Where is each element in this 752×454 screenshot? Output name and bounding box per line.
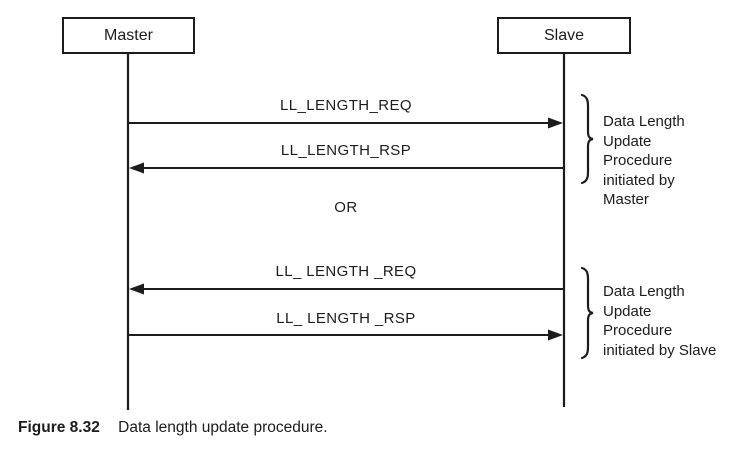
annotation-slave-initiated: Data Length Update Procedure initiated b… [603,283,717,359]
annotation-master-initiated: Data Length Update Procedure initiated b… [603,113,685,208]
message-arrow-rsp-master-to-slave [128,329,563,341]
figure-number-label: Figure 8.32 [18,419,100,436]
figure-caption: Figure 8.32 Data length update procedure… [18,419,328,437]
figure-caption-text: Data length update procedure. [118,419,328,436]
message-label-ll-length-req-slave: LL_ LENGTH _REQ [275,263,417,280]
arrowhead-right-icon [548,329,563,341]
actor-label-slave: Slave [543,26,585,44]
message-label-ll-length-rsp: LL_LENGTH_RSP [280,142,412,159]
message-label-ll-length-req: LL_LENGTH_REQ [280,97,412,114]
brace-slave-procedure [580,266,594,360]
arrowhead-left-icon [129,162,144,174]
actor-box-master: Master [62,17,195,54]
brace-master-procedure [580,93,594,185]
arrowhead-left-icon [129,283,144,295]
message-arrow-req-master-to-slave [128,117,563,129]
message-arrow-rsp-slave-to-master [129,162,563,174]
arrowhead-right-icon [548,117,563,129]
or-separator-label: OR [334,199,358,216]
actor-label-master: Master [104,26,153,44]
message-label-ll-length-rsp-slave: LL_ LENGTH _RSP [276,310,416,327]
message-arrow-req-slave-to-master [129,283,563,295]
actor-box-slave: Slave [497,17,631,54]
